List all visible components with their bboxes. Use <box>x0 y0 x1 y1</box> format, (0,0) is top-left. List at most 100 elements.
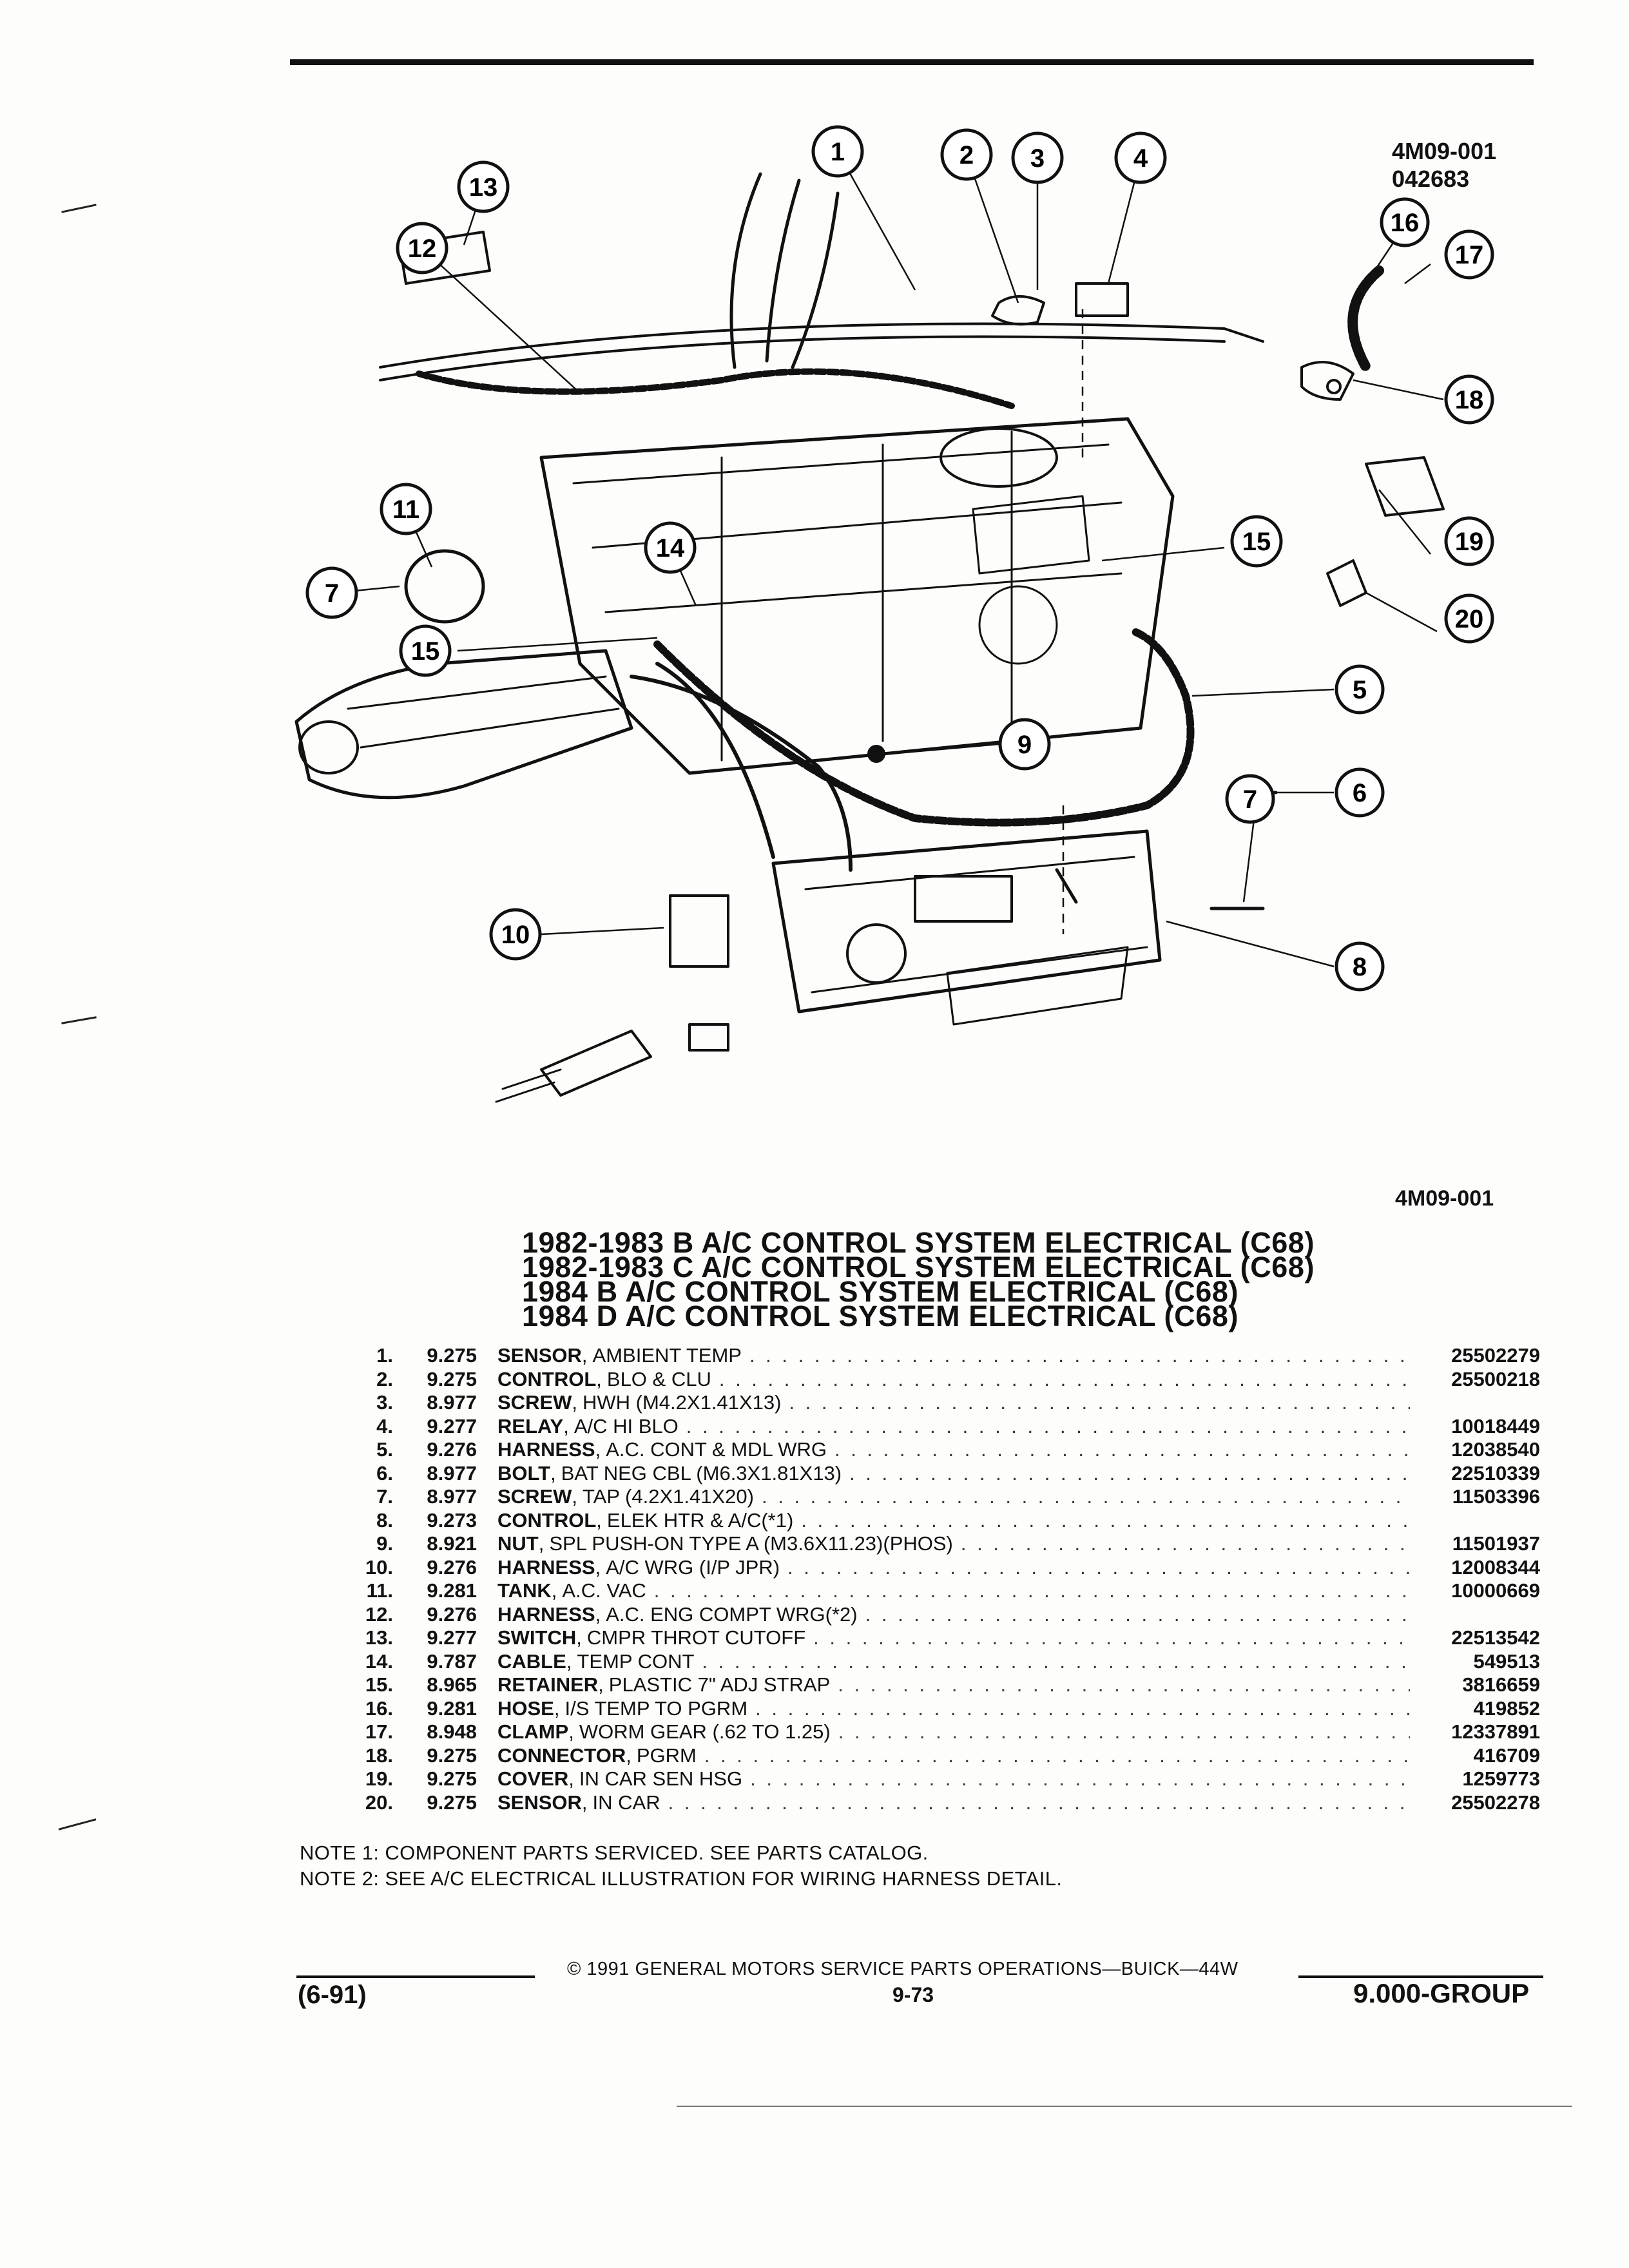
leader-dots <box>865 1603 1410 1627</box>
footer-rule-left <box>296 1975 535 1978</box>
part-description: ELEK HTR & A/C(*1) <box>606 1508 794 1532</box>
item-number: 18. <box>365 1744 393 1767</box>
callout-label: 13 <box>469 173 498 202</box>
part-name: CONNECTOR <box>497 1744 626 1767</box>
name-separator: , <box>538 1532 545 1555</box>
callout-label: 4 <box>1133 144 1148 173</box>
top-rule <box>290 59 1534 65</box>
part-description: BAT NEG CBL (M6.3X1.81X13) <box>561 1461 842 1485</box>
section-title: 1984 B A/C CONTROL SYSTEM ELECTRICAL (C6… <box>522 1275 1239 1308</box>
part-description: BLO & CLU <box>606 1367 711 1390</box>
leader-dots <box>702 1650 1410 1674</box>
callout-3: 3 <box>1011 131 1064 184</box>
copyright-line: © 1991 GENERAL MOTORS SERVICE PARTS OPER… <box>567 1959 1239 1979</box>
callout-5: 5 <box>1335 664 1385 715</box>
group-number: 9.275 <box>427 1791 477 1814</box>
callout-2: 2 <box>940 128 993 181</box>
group-number: 9.275 <box>427 1767 477 1790</box>
page-number: 9-73 <box>892 1983 934 2006</box>
callout-label: 20 <box>1455 605 1484 633</box>
part-description: A.C. ENG COMPT WRG(*2) <box>606 1602 858 1626</box>
leader-dots <box>668 1791 1410 1815</box>
callout-20: 20 <box>1444 593 1494 644</box>
callout-1: 1 <box>811 125 864 178</box>
callout-14: 14 <box>644 521 697 574</box>
item-number: 10. <box>365 1555 393 1579</box>
section-title: 1982-1983 C A/C CONTROL SYSTEM ELECTRICA… <box>522 1251 1315 1283</box>
callout-label: 15 <box>1242 528 1271 556</box>
callout-10: 10 <box>489 908 542 961</box>
name-separator: , <box>551 1579 557 1602</box>
part-description: IN CAR SEN HSG <box>579 1767 743 1790</box>
part-number: 416709 <box>1473 1744 1540 1767</box>
group-number: 8.948 <box>427 1720 477 1743</box>
name-separator: , <box>626 1744 631 1767</box>
part-number: 25502278 <box>1451 1791 1540 1814</box>
diagram-svg: 1 2 3 4 13 12 16 17 18 11 7 14 15 19 20 … <box>294 125 1494 1103</box>
callout-16: 16 <box>1380 197 1430 247</box>
part-name: COVER <box>497 1767 569 1790</box>
note-2: NOTE 2: SEE A/C ELECTRICAL ILLUSTRATION … <box>300 1867 1063 1890</box>
item-number: 12. <box>365 1602 393 1626</box>
group-number: 9.281 <box>427 1579 477 1602</box>
callout-9: 9 <box>998 718 1051 771</box>
callout-12: 12 <box>396 222 448 274</box>
part-number: 549513 <box>1473 1649 1540 1673</box>
callout-label: 19 <box>1455 528 1484 556</box>
name-separator: , <box>596 1508 602 1532</box>
group-number: 9.275 <box>427 1744 477 1767</box>
part-description: WORM GEAR (.62 TO 1.25) <box>579 1720 831 1743</box>
part-description: PLASTIC 7" ADJ STRAP <box>608 1673 831 1696</box>
revision-date: (6-91) <box>298 1981 367 2009</box>
item-number: 6. <box>376 1461 393 1485</box>
scan-artifact-line <box>677 2106 1572 2107</box>
part-number: 11503396 <box>1452 1485 1540 1508</box>
leader-dots <box>801 1509 1410 1533</box>
part-name: CABLE <box>497 1649 566 1673</box>
name-separator: , <box>598 1673 604 1696</box>
item-number: 4. <box>376 1414 393 1437</box>
part-number: 25502279 <box>1451 1344 1540 1367</box>
part-name: HOSE <box>497 1696 554 1720</box>
part-name: BOLT <box>497 1461 551 1485</box>
notes: NOTE 1: COMPONENT PARTS SERVICED. SEE PA… <box>300 1840 1062 1892</box>
part-number: 25500218 <box>1451 1367 1540 1390</box>
item-number: 2. <box>376 1367 393 1390</box>
callout-label: 10 <box>501 921 530 949</box>
leader-dots <box>762 1485 1410 1509</box>
part-description: IN CAR <box>592 1791 660 1814</box>
callout-label: 1 <box>831 138 845 166</box>
callout-19: 19 <box>1444 516 1494 566</box>
note-1: NOTE 1: COMPONENT PARTS SERVICED. SEE PA… <box>300 1841 929 1864</box>
leader-dots <box>654 1579 1410 1603</box>
item-number: 8. <box>376 1508 393 1532</box>
group-number: 9.273 <box>427 1508 477 1532</box>
callout-label: 3 <box>1030 144 1045 173</box>
callout-label: 17 <box>1455 241 1484 269</box>
callout-label: 5 <box>1353 676 1367 704</box>
margin-mark <box>61 204 97 213</box>
part-description: PGRM <box>636 1744 697 1767</box>
part-description: A.C. VAC <box>562 1579 646 1602</box>
callout-11: 11 <box>380 483 432 535</box>
callout-7: 7 <box>305 566 358 619</box>
name-separator: , <box>595 1438 601 1461</box>
name-separator: , <box>595 1602 601 1626</box>
item-number: 1. <box>376 1344 393 1367</box>
callout-4: 4 <box>1114 131 1167 184</box>
name-separator: , <box>595 1555 601 1579</box>
part-number: 22510339 <box>1451 1461 1540 1485</box>
part-description: CMPR THROT CUTOFF <box>586 1626 806 1649</box>
callout-label: 7 <box>1243 785 1257 814</box>
part-name: HARNESS <box>497 1555 595 1579</box>
item-number: 20. <box>365 1791 393 1814</box>
callout-label: 2 <box>959 141 974 169</box>
part-description: HWH (M4.2X1.41X13) <box>583 1391 782 1414</box>
part-name: HARNESS <box>497 1602 595 1626</box>
